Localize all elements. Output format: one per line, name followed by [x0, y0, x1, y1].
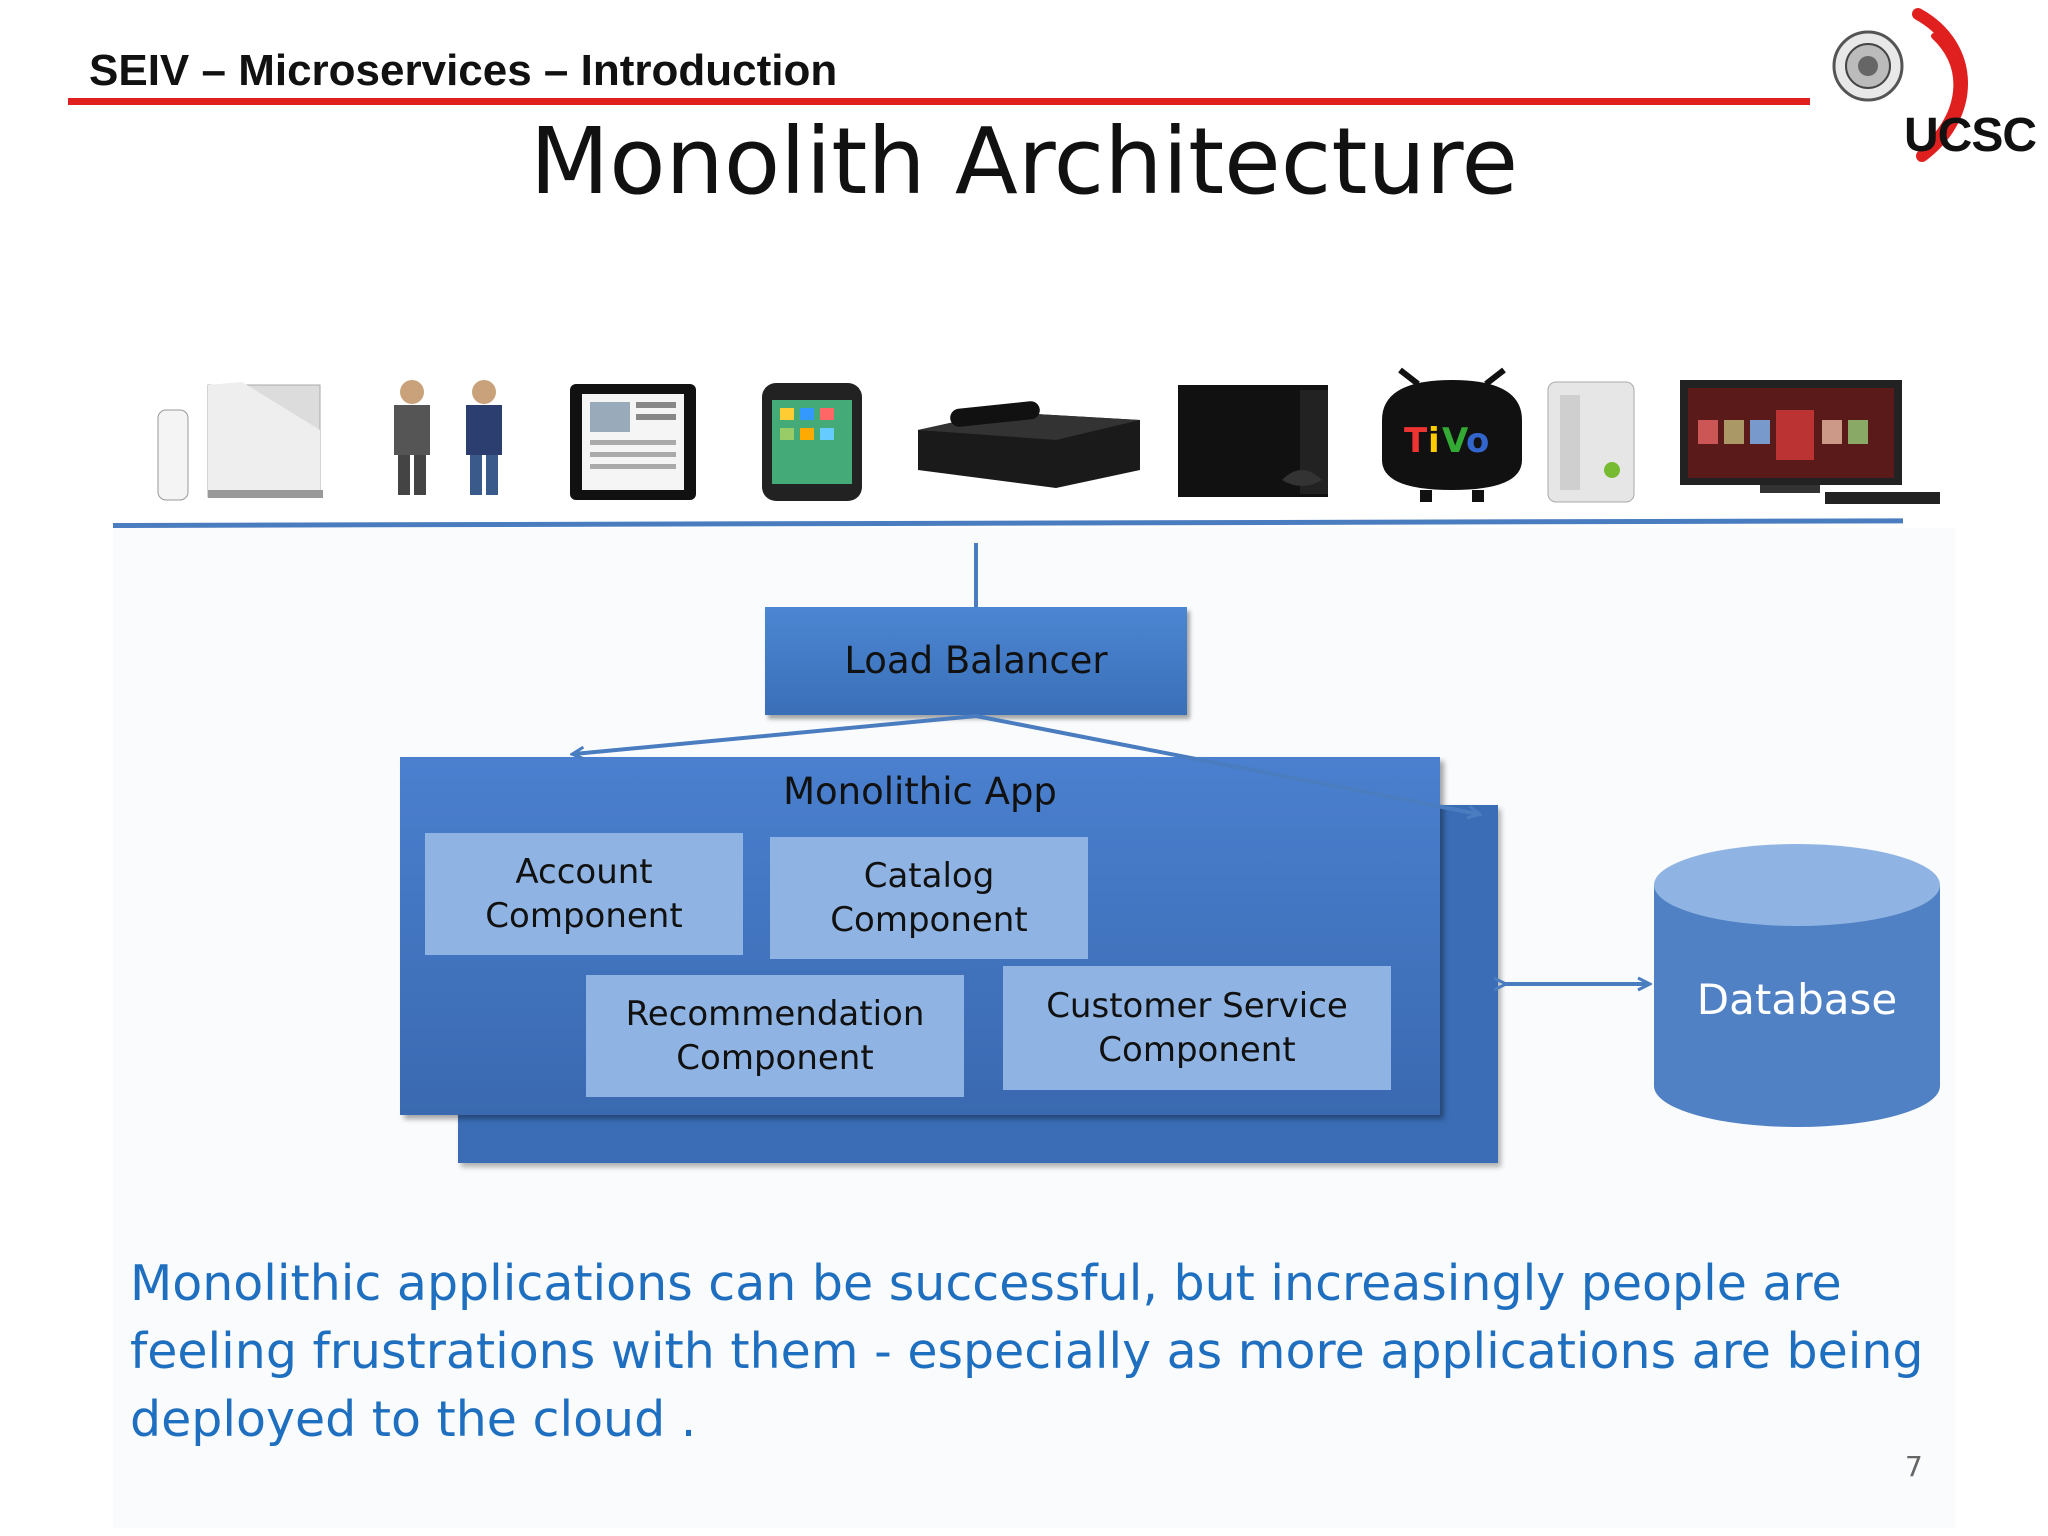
ucsc-logo — [1832, 8, 1968, 162]
database-top — [1654, 844, 1940, 926]
page-number: 7 — [1905, 1450, 1923, 1483]
database-label: Database — [1696, 975, 1898, 1024]
smart-tv-icon — [1680, 380, 1940, 504]
slide-caption: Monolithic applications can be successfu… — [130, 1255, 1924, 1448]
svg-text:V: V — [1442, 421, 1469, 461]
header-divider — [68, 98, 1810, 105]
course-header: SEIV – Microservices – Introduction — [89, 46, 838, 95]
tablet-icon — [570, 384, 696, 500]
load-balancer-box: Load Balancer — [765, 607, 1187, 715]
smartphone-icon — [762, 383, 862, 501]
svg-text:o: o — [1466, 421, 1489, 461]
slide-title: Monolith Architecture — [529, 108, 1519, 215]
people-icon — [394, 380, 502, 495]
monolithic-app-label: Monolithic App — [783, 770, 1057, 813]
logo-text: UCSC — [1904, 109, 2037, 162]
xbox-icon — [1547, 381, 1635, 503]
wii-console-icon — [157, 382, 323, 501]
svg-text:i: i — [1428, 421, 1440, 461]
client-devices: T i V o — [157, 367, 1940, 504]
playstation-icon — [1178, 385, 1328, 497]
tivo-icon: T i V o — [1382, 367, 1522, 502]
load-balancer-label: Load Balancer — [844, 638, 1108, 682]
svg-text:T: T — [1404, 421, 1428, 461]
set-top-box-icon — [918, 401, 1140, 488]
